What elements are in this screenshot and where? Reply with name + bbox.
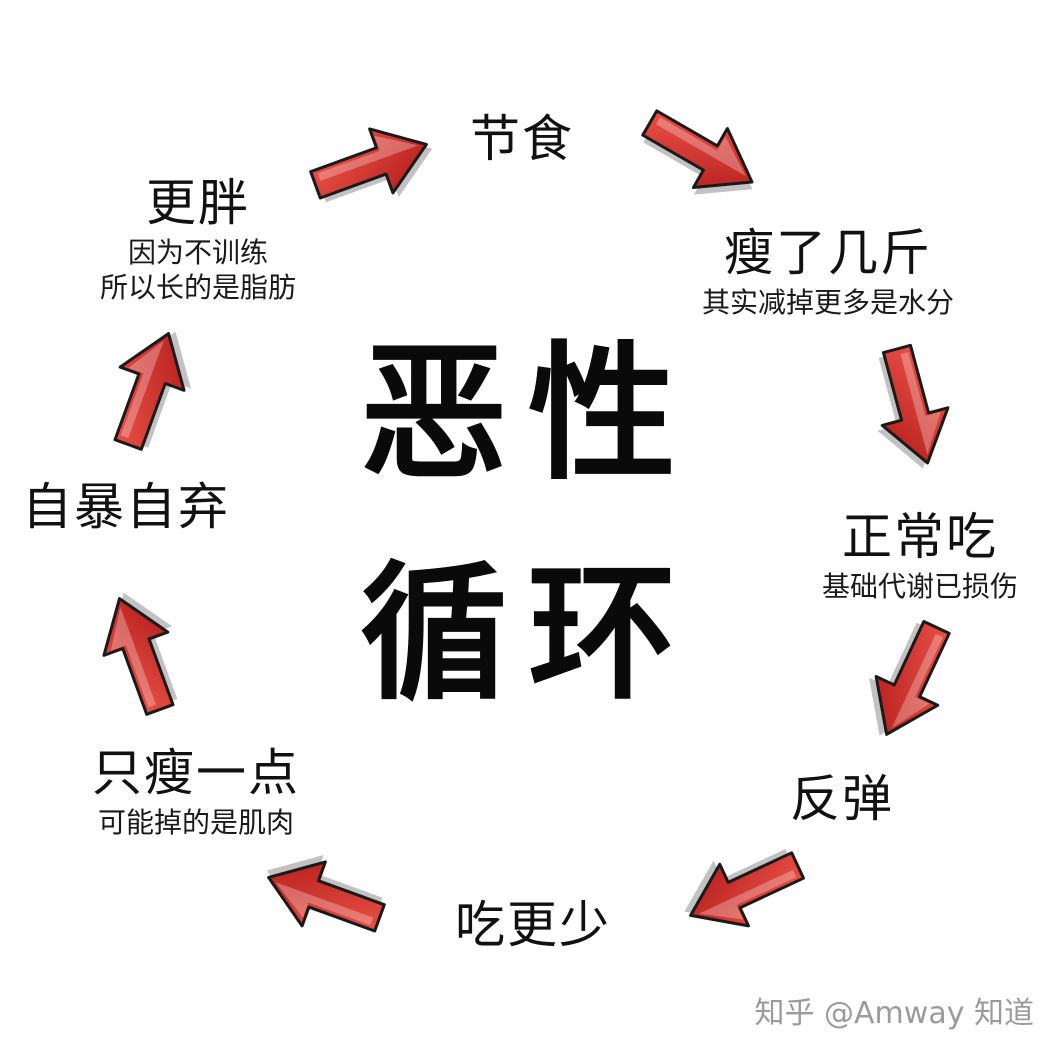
stage-rebound-label: 反弹 (790, 770, 894, 828)
stage-normal-eating-label: 正常吃 (842, 508, 998, 566)
stage-slight-loss-label: 只瘦一点 (92, 744, 300, 802)
stage-give-up-label: 自暴自弃 (22, 478, 230, 536)
stage-normal-eating: 正常吃 基础代谢已损伤 (822, 510, 1018, 604)
arrow-normal-to-rebound (868, 620, 951, 736)
arrow-slight-to-give-up (102, 592, 178, 716)
stage-give-up: 自暴自弃 (22, 480, 230, 535)
stage-diet: 节食 (470, 112, 574, 167)
arrow-lost-to-normal (877, 343, 950, 469)
center-title-line2: 循环 (360, 548, 696, 720)
center-title-line1: 恶性 (360, 328, 696, 500)
stage-diet-label: 节食 (470, 110, 574, 168)
stage-eat-less-label: 吃更少 (455, 896, 611, 954)
arrow-fatter-to-diet (309, 127, 433, 203)
stage-fatter-note-2: 所以长的是脂肪 (100, 271, 297, 304)
stage-lost-weight-note: 其实减掉更多是水分 (702, 286, 955, 319)
arrow-rebound-to-eat-less (684, 849, 805, 928)
stage-eat-less: 吃更少 (455, 898, 611, 953)
watermark: 知乎 @Amway 知道 (754, 996, 1035, 1031)
stage-lost-weight-label: 瘦了几斤 (724, 224, 932, 282)
arrow-diet-to-lost (641, 109, 754, 195)
stage-fatter-label: 更胖 (146, 174, 250, 232)
stage-slight-loss: 只瘦一点 可能掉的是肌肉 (92, 746, 300, 840)
stage-slight-loss-note: 可能掉的是肌肉 (97, 806, 294, 839)
stage-normal-eating-note: 基础代谢已损伤 (822, 570, 1019, 603)
stage-fatter: 更胖 因为不训练 所以长的是脂肪 (100, 176, 296, 305)
arrow-eat-less-to-slight (266, 854, 386, 933)
stage-fatter-note-1: 因为不训练 (128, 236, 269, 269)
stage-lost-weight: 瘦了几斤 其实减掉更多是水分 (702, 226, 954, 320)
arrow-give-up-to-fatter (113, 331, 192, 451)
stage-rebound: 反弹 (790, 772, 894, 827)
